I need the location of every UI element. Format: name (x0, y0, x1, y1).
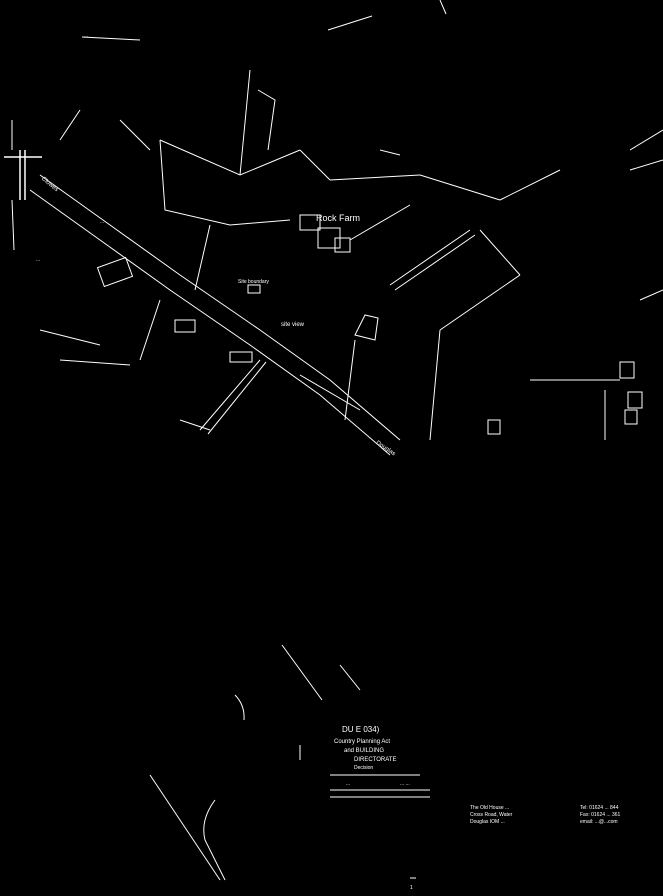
page-marker: 1 (410, 885, 413, 891)
lane (299, 374, 361, 411)
footer-address-line: Cross Road, Water (470, 812, 513, 818)
farm-track (389, 229, 471, 286)
map-note: Site boundary (238, 279, 269, 285)
field-boundary (299, 149, 331, 181)
map-line (139, 299, 161, 361)
map-line (59, 359, 131, 366)
lane (344, 339, 356, 421)
field-boundary (429, 329, 441, 441)
lane (207, 361, 267, 435)
main-road-north-edge (39, 174, 401, 441)
house (624, 409, 638, 425)
field-boundary (194, 224, 211, 291)
field-boundary (159, 139, 291, 226)
site-building (229, 351, 253, 363)
farm-building (299, 214, 321, 231)
site-building (247, 284, 261, 294)
field-boundary (639, 289, 663, 301)
field-boundary (329, 174, 421, 181)
farm-track (349, 204, 411, 241)
footer-address-line: Douglas IOM ... (470, 819, 505, 825)
stamp-line-6: ... ... (400, 781, 410, 787)
farm-track (394, 234, 476, 291)
lane (179, 419, 211, 431)
house (487, 419, 501, 435)
map-line (81, 36, 141, 41)
map-line (39, 329, 101, 346)
footer-address-line: The Old House ... (470, 805, 510, 811)
field-boundary (629, 159, 663, 171)
footer-contact-line: email: ...@...com (580, 819, 618, 825)
map-note: ... (100, 219, 105, 225)
field-boundary (479, 229, 521, 276)
farm-building (334, 237, 351, 253)
field-boundary (119, 119, 151, 151)
site-building (174, 319, 196, 333)
footer-contact-line: Tel: 01624 ... 844 (580, 805, 619, 811)
site-view-label: site view (281, 322, 305, 328)
map-line (11, 199, 15, 251)
field-boundary (59, 109, 81, 141)
field-boundary (239, 69, 251, 176)
field-boundary (439, 274, 521, 331)
field-boundary (379, 149, 401, 156)
site-building (96, 256, 134, 288)
site-boundary (354, 314, 379, 341)
field-boundary (159, 139, 301, 176)
map-line (327, 15, 373, 31)
footer-address: The Old House ... Cross Road, Water Doug… (470, 806, 512, 825)
footer-contact-line: Fax: 01624 ... 361 (580, 812, 621, 818)
field-boundary (419, 174, 501, 201)
footer-contact: Tel: 01624 ... 844 Fax: 01624 ... 361 em… (580, 806, 620, 825)
main-road-south-edge (29, 189, 391, 456)
planning-stamp: DU E 034) Country Planning Act and BUILD… (326, 722, 456, 802)
house (627, 391, 643, 409)
stamp-line-4: Decision (354, 765, 374, 771)
field-boundary (629, 129, 663, 151)
farm-label: Rock Farm (316, 213, 361, 223)
field-boundary (499, 169, 561, 201)
map-note: ... (84, 33, 89, 39)
road-fragment (339, 664, 361, 691)
road-fragment (203, 799, 226, 881)
stamp-line-1: Country Planning Act (334, 739, 391, 745)
field-boundary (257, 89, 276, 151)
map-note: ... (36, 257, 41, 263)
stamp-line-5: ... (346, 781, 351, 787)
lane (199, 359, 261, 431)
road-fragment (234, 694, 245, 721)
map-line (439, 0, 447, 15)
stamp-line-3: DIRECTORATE (354, 757, 397, 763)
road-fragment (281, 644, 323, 701)
stamp-ref: DU E 034) (342, 725, 380, 734)
stamp-line-2: and BUILDING (344, 748, 385, 754)
house (619, 361, 635, 379)
road-fragment (149, 774, 221, 881)
